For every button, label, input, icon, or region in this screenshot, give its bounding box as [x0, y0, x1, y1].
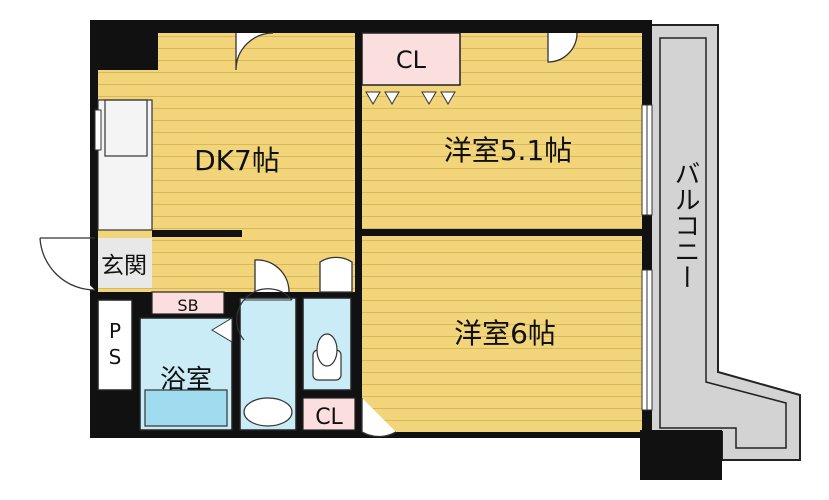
room-label-entrance: 玄関 [101, 253, 147, 279]
kitchen-counter [97, 99, 153, 231]
room-label-ps: P [109, 319, 121, 343]
room-label-west-south: 洋室6帖 [454, 317, 556, 350]
entrance-door [39, 237, 96, 291]
bathtub [144, 389, 228, 427]
room-label-shoe-box: SB [177, 296, 198, 315]
room-label-dk: DK7帖 [194, 144, 280, 177]
room-label-bath: 浴室 [160, 365, 212, 395]
room-label-closet-south: CL [315, 405, 343, 430]
ps-shaft [97, 299, 133, 391]
west-south-room [362, 236, 642, 432]
shoe-box [151, 291, 225, 315]
room-label-closet-north: CL [396, 46, 427, 74]
wash-basin [243, 397, 293, 427]
entrance-floor [98, 238, 156, 288]
kitchen-sink [104, 99, 148, 157]
toilet-icon [316, 333, 338, 367]
room-label-ps-2: S [109, 345, 122, 369]
closet-south [302, 397, 356, 431]
balcony-label: バルコニー [670, 160, 700, 290]
room-label-west-north: 洋室5.1帖 [444, 134, 573, 167]
